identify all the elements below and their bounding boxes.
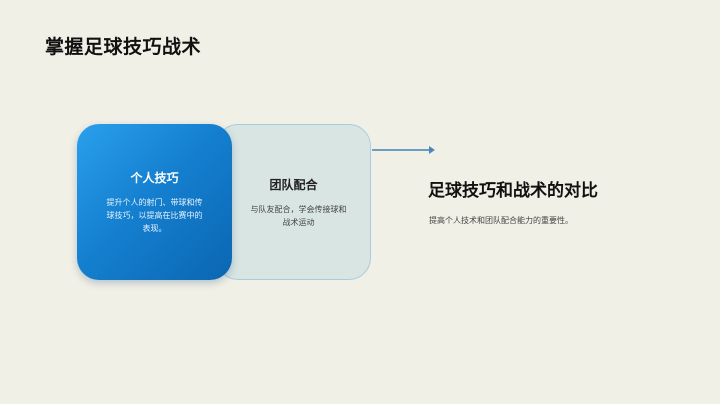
comparison-title: 足球技巧和战术的对比 bbox=[428, 181, 598, 201]
arrow-right-icon bbox=[372, 146, 435, 154]
slide-title: 掌握足球技巧战术 bbox=[45, 36, 202, 58]
card-description: 提升个人的射门、带球和传球技巧，以提高在比赛中的表现。 bbox=[106, 198, 203, 233]
comparison-description: 提高个人技术和团队配合能力的重要性。 bbox=[429, 216, 573, 225]
card-description: 与队友配合，学会传接球和战术运动 bbox=[250, 204, 347, 227]
card-title: 团队配合 bbox=[269, 177, 318, 192]
card-individual-skills: 个人技巧 提升个人的射门、带球和传球技巧，以提高在比赛中的表现。 bbox=[77, 124, 232, 280]
card-title: 个人技巧 bbox=[130, 171, 179, 185]
card-team-cooperation: 团队配合 与队友配合，学会传接球和战术运动 bbox=[216, 124, 371, 280]
